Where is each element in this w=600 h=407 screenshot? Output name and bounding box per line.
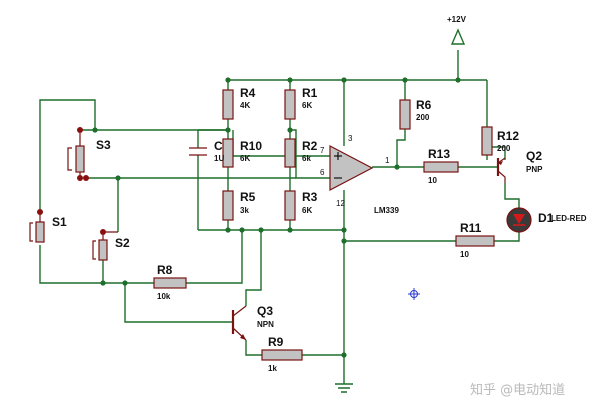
r6-value: 200	[416, 113, 430, 122]
q2-type: PNP	[526, 165, 543, 174]
pin-12-label: 12	[336, 199, 345, 208]
pin-1-label: 1	[385, 156, 390, 165]
r8-value: 10k	[157, 292, 171, 301]
s3-ref: S3	[96, 138, 111, 152]
supply-label: +12V	[447, 15, 467, 24]
r12-ref: R12	[497, 129, 519, 143]
d1-ref: D1	[538, 211, 554, 225]
r8-ref: R8	[157, 263, 173, 277]
resistor-r2: R2 6k	[284, 138, 318, 168]
resistor-r1: R1 6K	[284, 86, 318, 120]
resistor-r9: R9 1k	[261, 335, 303, 373]
r11-value: 10	[460, 250, 469, 259]
resistor-r6: R6 200	[399, 98, 432, 130]
r5-value: 3k	[240, 206, 249, 215]
resistor-r11: R11 10	[455, 221, 495, 259]
resistor-r10: R10 6K	[222, 138, 262, 168]
r11-ref: R11	[460, 221, 482, 235]
r2-ref: R2	[302, 139, 318, 153]
r4-ref: R4	[240, 86, 256, 100]
r10-value: 6K	[240, 154, 250, 163]
r9-ref: R9	[268, 335, 284, 349]
pin-7-label: 7	[320, 146, 325, 155]
r13-value: 10	[428, 176, 437, 185]
r1-value: 6K	[302, 101, 312, 110]
q2-ref: Q2	[526, 149, 542, 163]
r3-ref: R3	[302, 190, 318, 204]
crosshair-icon	[408, 288, 420, 300]
resistor-r4: R4 4K	[222, 86, 256, 120]
r4-value: 4K	[240, 101, 250, 110]
c1-ref: C	[214, 139, 223, 153]
switch-s1: S1	[29, 209, 67, 243]
transistor-q2: Q2 PNP	[496, 149, 543, 183]
switch-s2: S2	[92, 229, 130, 261]
d1-type: LED-RED	[551, 214, 587, 223]
r3-value: 6K	[302, 206, 312, 215]
s2-ref: S2	[115, 236, 130, 250]
pin-3-label: 3	[348, 134, 353, 143]
resistor-r5: R5 3k	[222, 190, 256, 221]
resistor-r13: R13 10	[423, 147, 459, 185]
r13-ref: R13	[428, 147, 450, 161]
q3-type: NPN	[257, 320, 274, 329]
resistor-r3: R3 6K	[284, 190, 318, 221]
r6-ref: R6	[416, 98, 432, 112]
transistor-q3: Q3 NPN	[231, 304, 274, 341]
pin-6-label: 6	[320, 168, 325, 177]
led-d1: D1 LED-RED	[506, 207, 587, 233]
q3-ref: Q3	[257, 304, 273, 318]
junction-dots	[92, 77, 461, 358]
r9-value: 1k	[268, 364, 277, 373]
watermark: 知乎 @电动知道	[470, 382, 565, 398]
comparator-lm339: 7 6 3 12 1 LM339	[320, 134, 399, 215]
resistor-r12: R12 200	[481, 126, 519, 156]
r10-ref: R10	[240, 139, 262, 153]
capacitor-c1: C 1U	[189, 139, 224, 163]
r5-ref: R5	[240, 190, 256, 204]
r12-value: 200	[497, 144, 511, 153]
lm339-label: LM339	[374, 206, 399, 215]
s1-ref: S1	[52, 215, 67, 229]
ground-symbol	[335, 383, 353, 393]
switch-s3: S3	[67, 127, 111, 181]
r2-value: 6k	[302, 154, 311, 163]
c1-value: 1U	[214, 154, 224, 163]
supply-symbol: +12V	[447, 15, 467, 45]
wires	[39, 50, 520, 384]
r1-ref: R1	[302, 86, 318, 100]
resistor-r8: R8 10k	[153, 263, 187, 301]
